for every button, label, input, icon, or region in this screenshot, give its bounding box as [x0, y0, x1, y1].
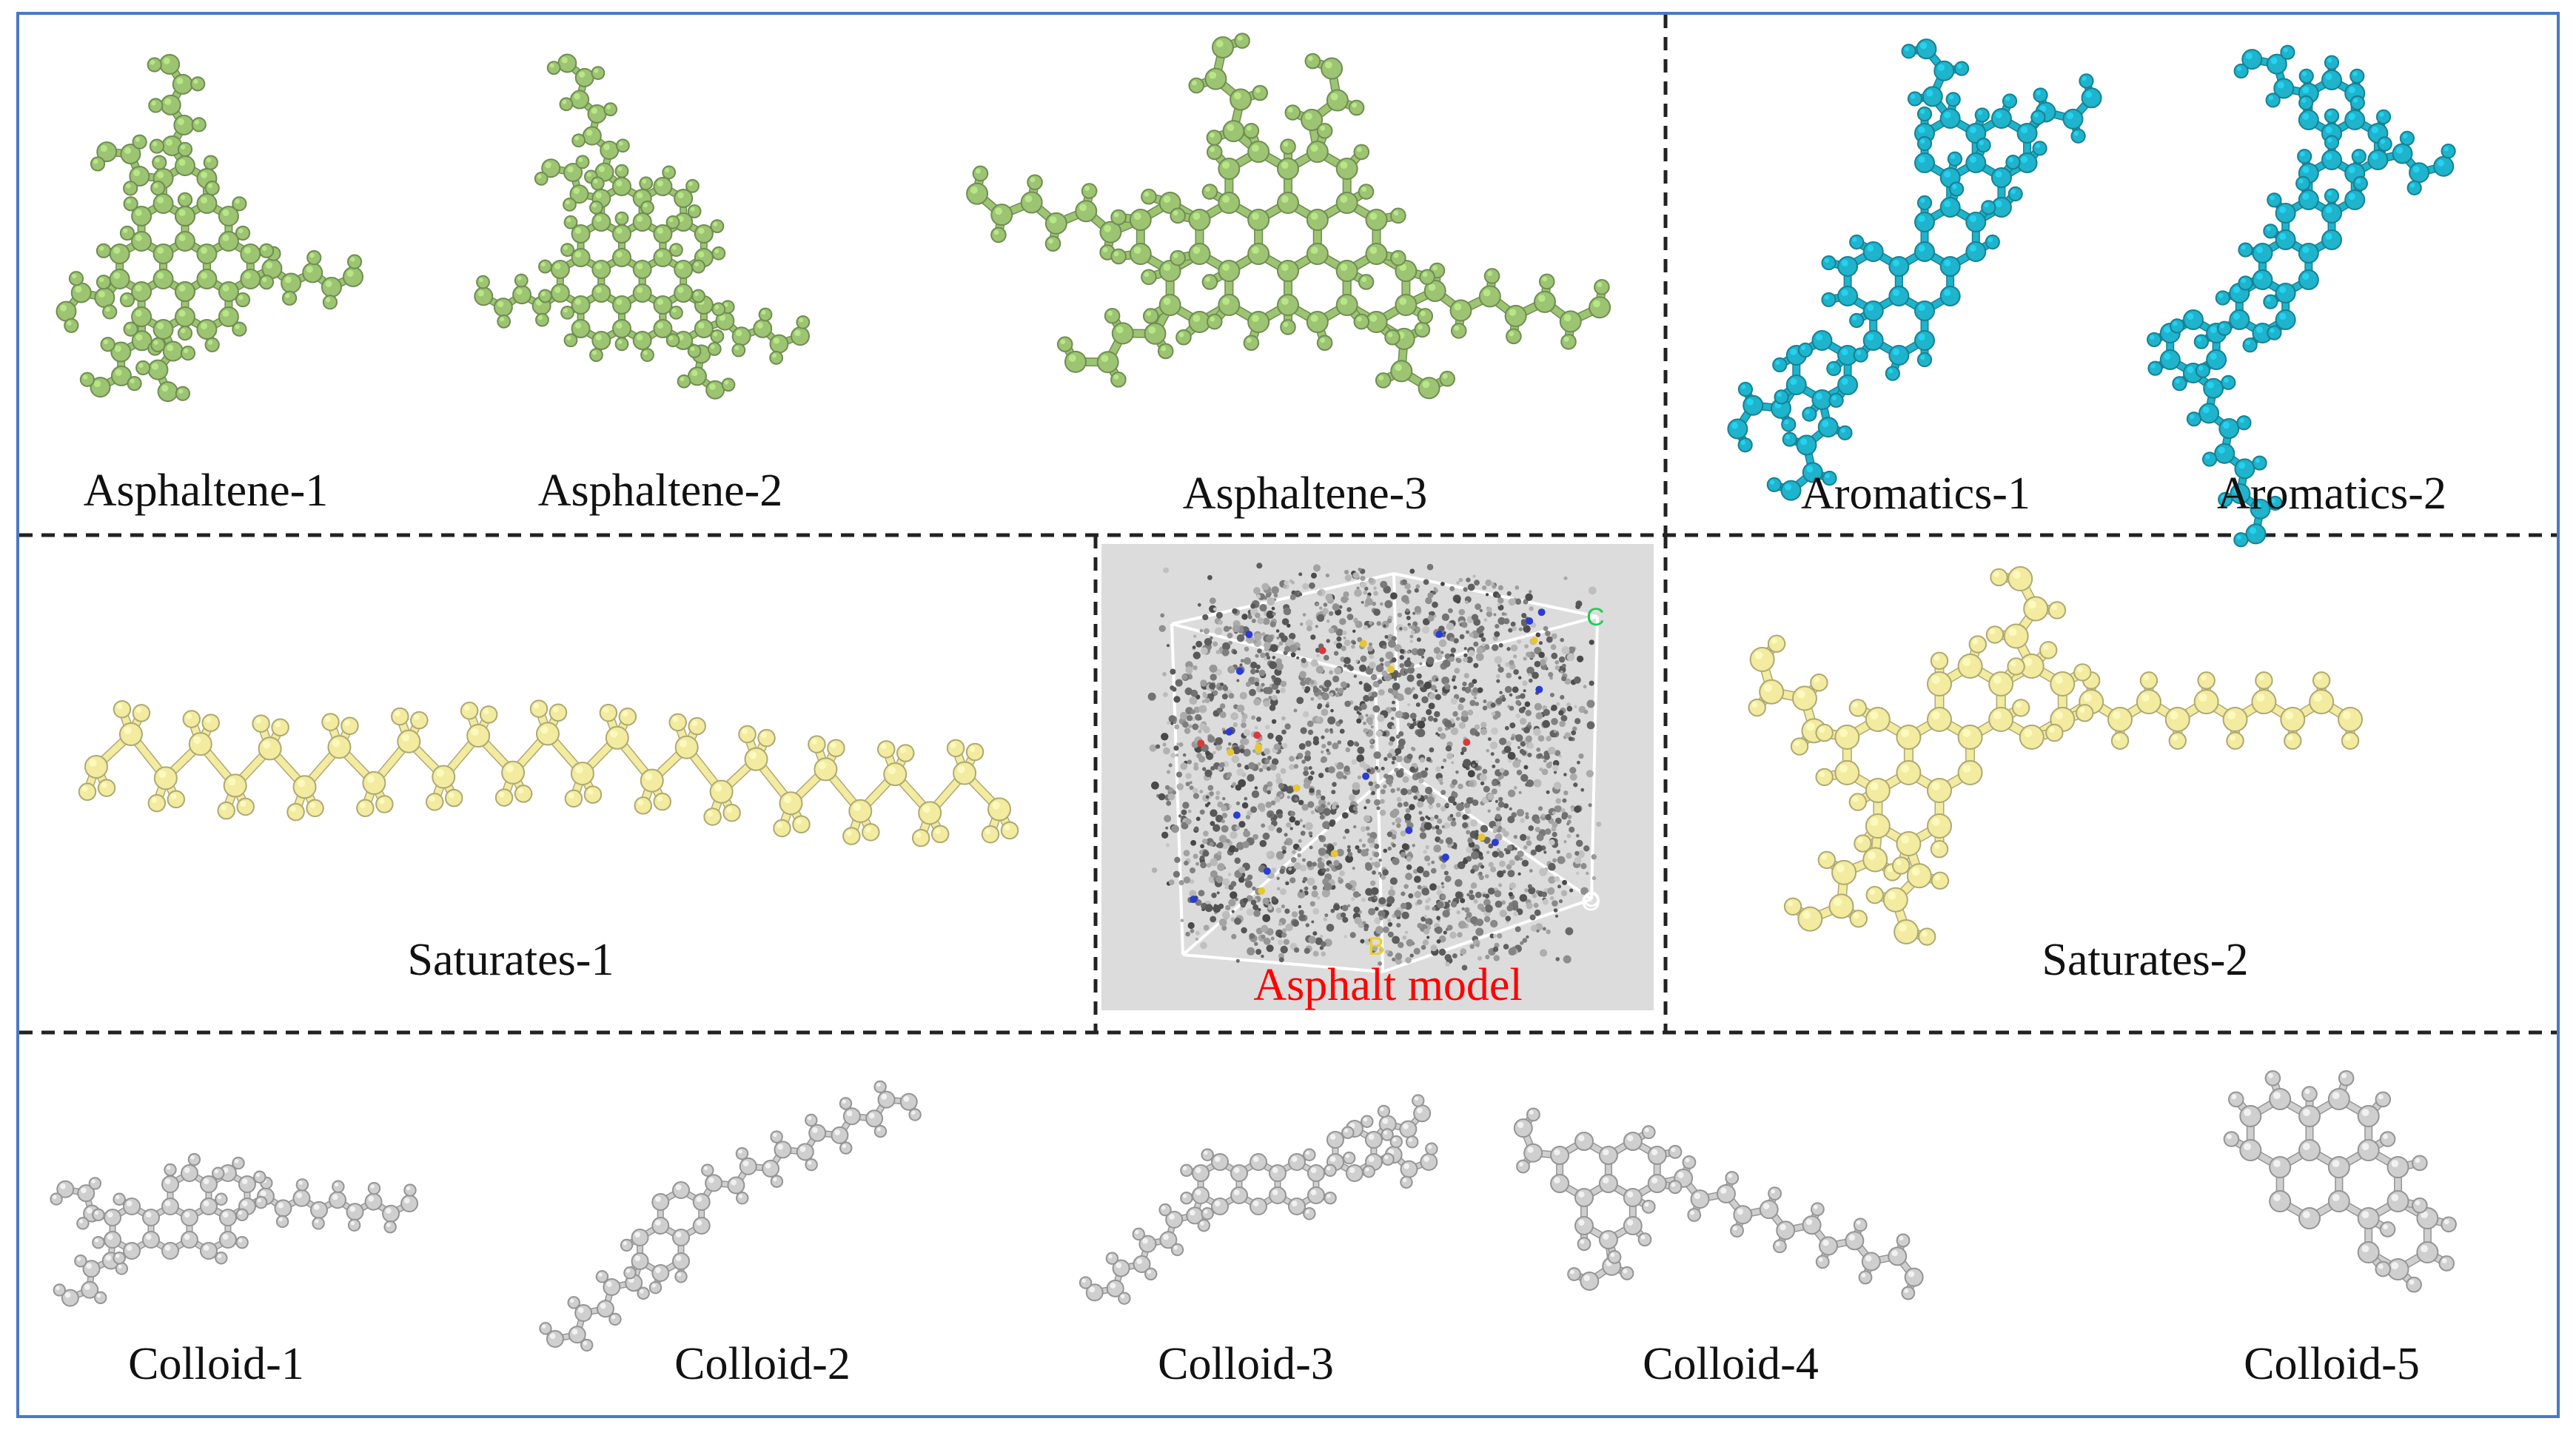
molecule-colloid-2: [539, 1080, 922, 1352]
molecule-colloid-1: [50, 1152, 419, 1307]
label-saturates-2: Saturates-2: [2042, 935, 2249, 985]
molecule-colloid-4: [1513, 1107, 1924, 1300]
axis-c-label: C: [1586, 603, 1605, 631]
asphalt-molecular-cloud: [1147, 563, 1602, 971]
label-colloid-4: Colloid-4: [1643, 1339, 1819, 1389]
label-asphaltene-3: Asphaltene-3: [1182, 469, 1428, 519]
molecule-colloid-3: [1079, 1094, 1438, 1305]
molecule-colloid-5: [2223, 1069, 2457, 1293]
label-colloid-3: Colloid-3: [1158, 1339, 1334, 1389]
label-asphaltene-1: Asphaltene-1: [83, 466, 329, 516]
label-colloid-2: Colloid-2: [674, 1339, 851, 1389]
label-saturates-1: Saturates-1: [407, 935, 614, 985]
axis-o-label: O: [1581, 888, 1601, 916]
label-colloid-5: Colloid-5: [2244, 1339, 2420, 1389]
asphalt-model-image: C O B: [1101, 544, 1654, 1010]
molecule-asphaltene-3: [966, 33, 1611, 400]
label-aromatics-1: Aromatics-1: [1801, 469, 2030, 519]
molecule-asphaltene-1: [56, 53, 364, 403]
molecule-saturates-2: [1748, 565, 2364, 946]
label-colloid-1: Colloid-1: [128, 1339, 304, 1389]
axis-b-label: B: [1368, 933, 1385, 961]
molecule-aromatics-2: [2147, 44, 2456, 548]
molecule-saturates-1: [78, 699, 1019, 847]
label-asphaltene-2: Asphaltene-2: [537, 466, 783, 516]
label-aromatics-2: Aromatics-2: [2217, 469, 2446, 519]
molecule-aromatics-1: [1727, 38, 2102, 501]
molecule-asphaltene-2: [474, 53, 811, 400]
label-asphalt-model: Asphalt model: [1253, 960, 1523, 1010]
